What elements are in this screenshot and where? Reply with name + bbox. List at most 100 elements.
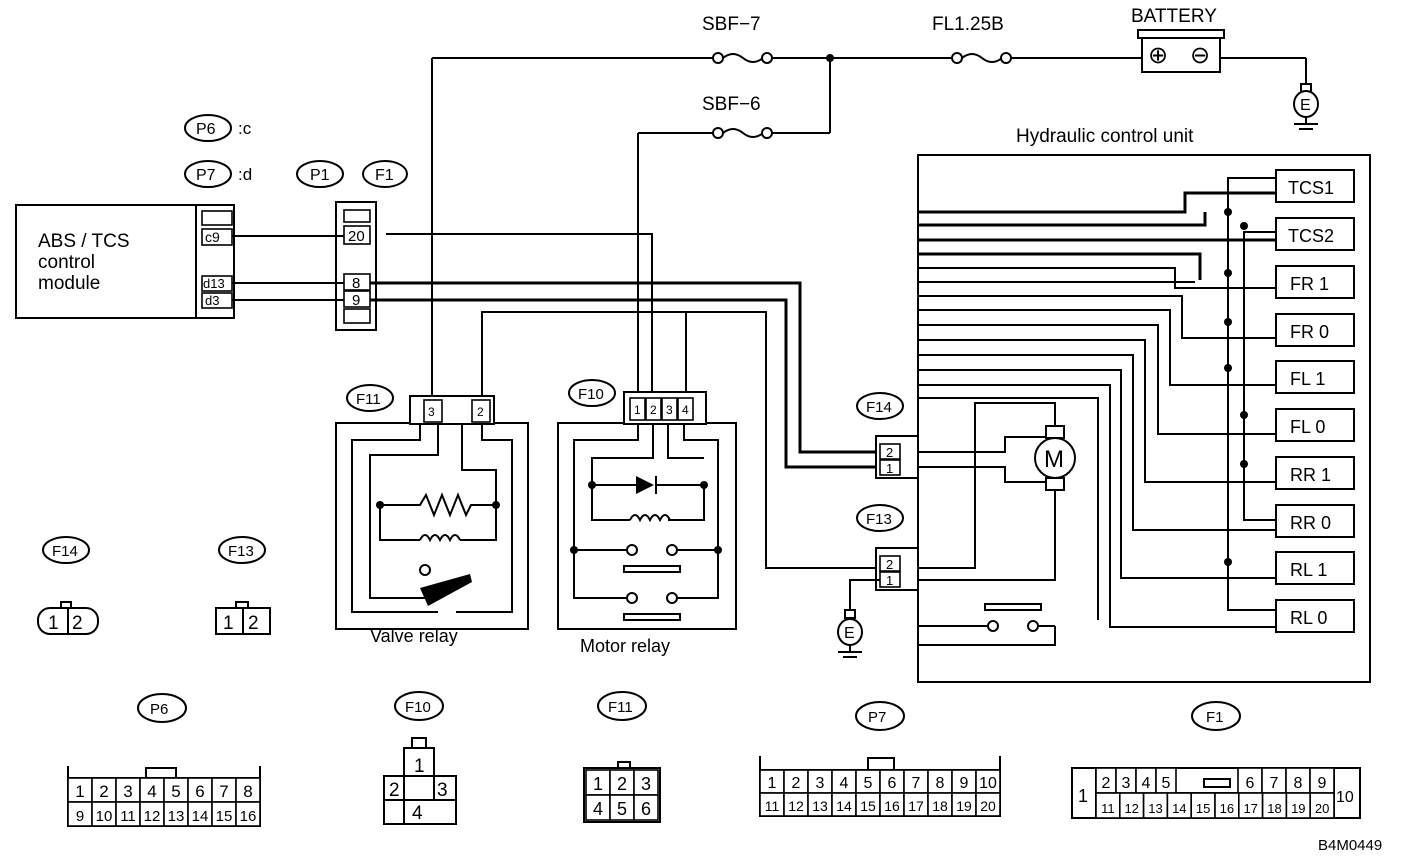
motor-relay-label: Motor relay — [580, 636, 670, 656]
face-f10-label: F10 — [405, 699, 431, 716]
f13-pin-1: 1 — [886, 573, 893, 588]
output-rr0: RR 0 — [1290, 513, 1331, 533]
ground-f13-label: E — [844, 625, 855, 642]
p7-pin: 3 — [816, 775, 825, 792]
f1-pin: 12 — [1124, 801, 1138, 816]
f13-pin-2: 2 — [886, 557, 893, 572]
f1-pin: 8 — [1294, 775, 1303, 792]
ground-f13: E — [837, 609, 863, 658]
module-line3: module — [38, 273, 100, 294]
f1-pin: 14 — [1172, 801, 1186, 816]
face-f10: F10 1 2 3 4 — [383, 691, 457, 825]
p7-pin: 17 — [908, 798, 924, 814]
fuse-sbf6: SBF−6 — [702, 94, 773, 139]
f1-pin: 2 — [1102, 775, 1111, 792]
p7-pin: 9 — [960, 775, 969, 792]
output-fl1: FL 1 — [1290, 369, 1325, 389]
battery-minus-icon: ⊖ — [1190, 42, 1210, 69]
legend-p6-suffix: :c — [238, 119, 252, 138]
f1-pin: 18 — [1267, 801, 1281, 816]
output-rl0: RL 0 — [1290, 608, 1327, 628]
face-f14-label: F14 — [52, 543, 78, 560]
face-f1-pin-10: 10 — [1336, 789, 1354, 806]
f10-pin-3: 3 — [666, 403, 673, 417]
f10-pin-4: 4 — [682, 403, 689, 417]
connector-f14: F14 2 1 — [856, 392, 919, 479]
p6-pin: 4 — [147, 782, 156, 801]
p6-pin: 14 — [192, 808, 209, 825]
f1-pin-20: 20 — [348, 228, 365, 245]
face-f11-label: F11 — [608, 699, 633, 716]
module-line1: ABS / TCS — [38, 231, 130, 252]
f11-pin: 6 — [641, 799, 651, 819]
f1-pin: 6 — [1246, 775, 1255, 792]
f1-pin: 7 — [1270, 775, 1279, 792]
p6-pin: 5 — [171, 782, 180, 801]
legend: P6 :c P7 :d P1 F1 — [184, 114, 408, 188]
diagram-code: B4M0449 — [1318, 837, 1382, 854]
p6-pin: 16 — [240, 808, 257, 825]
f1-pin: 13 — [1148, 801, 1162, 816]
fuse-sbf7: SBF−7 — [702, 14, 773, 64]
label-f11: F11 — [356, 391, 381, 408]
p6-cell — [67, 801, 93, 827]
p6-cell — [91, 801, 117, 827]
p7-pin: 6 — [888, 775, 897, 792]
p6-cell — [235, 777, 261, 803]
valve-relay-label: Valve relay — [370, 626, 458, 646]
face-f10-pin-3: 3 — [437, 780, 448, 801]
p6-cell — [115, 801, 141, 827]
f1-pin: 5 — [1162, 775, 1171, 792]
p6-pin: 3 — [123, 782, 132, 801]
valve-relay: F11 3 2 Valve relay — [335, 384, 529, 646]
face-f13-pin-2: 2 — [248, 613, 259, 634]
f11-pin-3: 3 — [428, 405, 435, 419]
legend-p7-suffix: :d — [238, 165, 252, 184]
p7-pin: 2 — [792, 775, 801, 792]
f10-pin-2: 2 — [650, 403, 657, 417]
f1-pin: 15 — [1196, 801, 1210, 816]
battery: ⊕ ⊖ BATTERY — [1131, 6, 1225, 73]
face-f14-pin-2: 2 — [72, 613, 83, 634]
p7-pin: 12 — [788, 798, 804, 814]
face-f13-label: F13 — [228, 543, 254, 560]
module-wires — [232, 235, 344, 301]
f11-pin: 3 — [641, 774, 651, 794]
p6-pin: 15 — [216, 808, 233, 825]
p6-cell — [163, 777, 189, 803]
f11-pin: 4 — [593, 799, 603, 819]
f11-cell — [585, 794, 611, 821]
p6-cell — [187, 777, 213, 803]
p6-pin: 10 — [96, 808, 113, 825]
module-pin-c9: c9 — [205, 229, 220, 245]
connector-f13: F13 2 1 — [849, 504, 919, 612]
battery-plus-icon: ⊕ — [1148, 42, 1168, 69]
p6-pin: 2 — [99, 782, 108, 801]
face-f10-pin-4: 4 — [412, 803, 423, 824]
legend-p6: P6 — [196, 121, 216, 138]
p7-pin: 11 — [765, 798, 780, 814]
label-f1: F1 — [375, 167, 394, 184]
f11-pin-2: 2 — [477, 405, 484, 419]
face-f14-pin-1: 1 — [48, 613, 59, 634]
ground-battery-label: E — [1300, 97, 1311, 114]
p6-pin: 9 — [76, 808, 84, 825]
f14-pin-2: 2 — [886, 445, 893, 460]
f11-cell — [609, 769, 635, 796]
f14-pin-1: 1 — [886, 461, 893, 476]
face-f10-pin-2: 2 — [389, 780, 400, 801]
p7-pin: 15 — [860, 798, 876, 814]
p6-pin: 8 — [243, 782, 252, 801]
module-pin-d3: d3 — [205, 293, 219, 308]
fuse-fl125b: FL1.25B — [932, 14, 1012, 64]
output-rl1: RL 1 — [1290, 560, 1327, 580]
face-f10-pin-1: 1 — [414, 756, 425, 777]
face-f14: F14 1 2 — [37, 536, 99, 635]
battery-label: BATTERY — [1131, 6, 1217, 27]
p7-pin: 20 — [980, 798, 996, 814]
f1-pin-8: 8 — [352, 275, 360, 292]
